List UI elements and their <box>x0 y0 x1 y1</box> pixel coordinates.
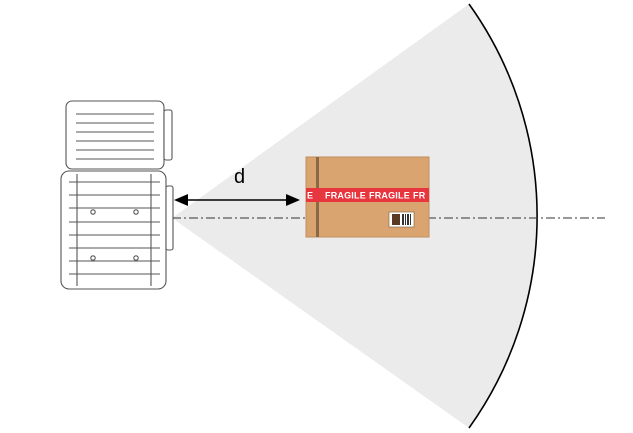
tape-text-partial-left: E <box>307 191 313 201</box>
tape-text-partial-right: FR <box>413 191 426 201</box>
distance-arrow <box>174 194 300 206</box>
fragile-tape <box>306 188 429 202</box>
barcode-label-icon <box>388 211 415 228</box>
arrowhead-right-icon <box>286 194 300 206</box>
detection-range-arc <box>468 3 538 429</box>
arrowhead-left-icon <box>174 194 188 206</box>
sensor-lens-face <box>165 185 174 251</box>
tape-text-1: FRAGILE <box>325 191 366 201</box>
tape-text-2: FRAGILE <box>369 191 410 201</box>
cardboard-box: E FRAGILE FRAGILE FR <box>305 156 430 238</box>
sensor-device <box>60 100 174 290</box>
distance-label: d <box>234 166 245 188</box>
